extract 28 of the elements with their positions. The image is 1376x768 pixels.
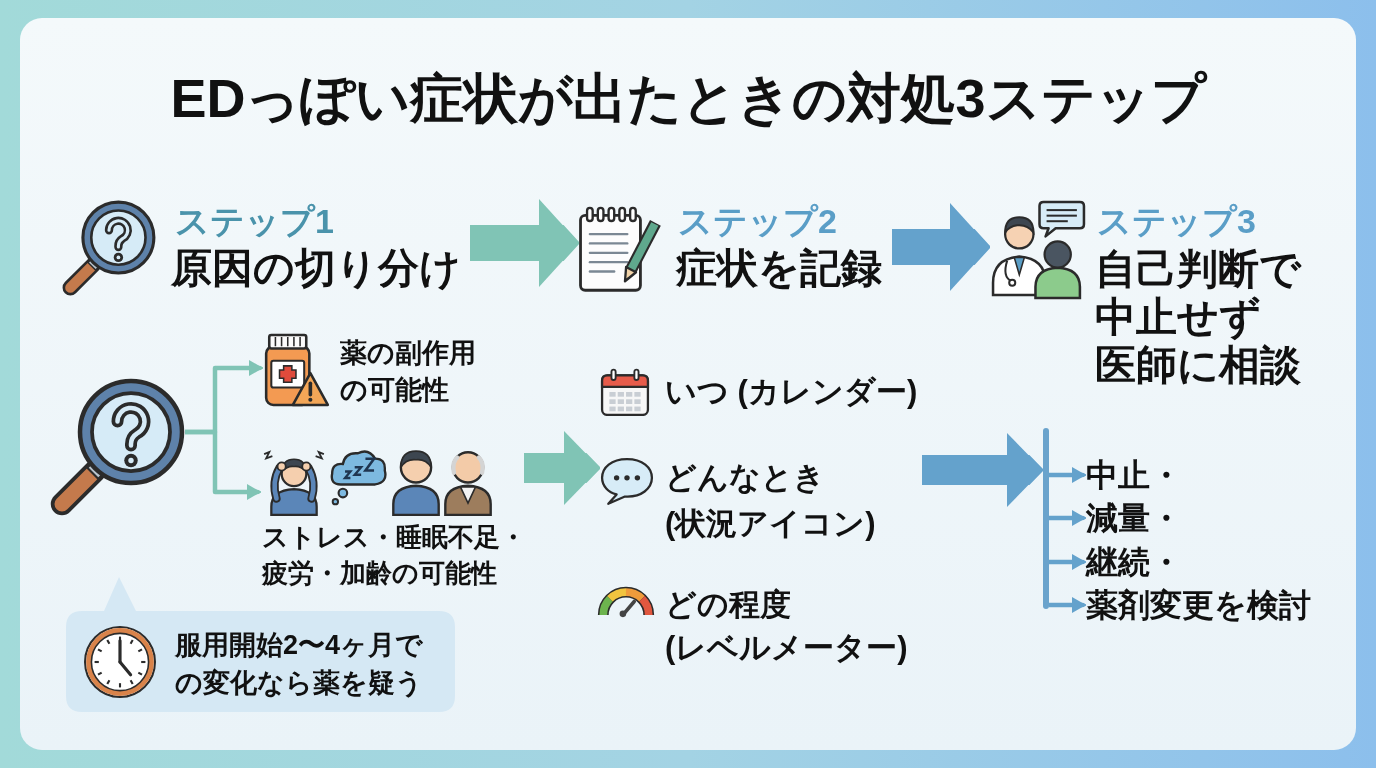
- cause-text: 薬の副作用の可能性: [340, 337, 477, 407]
- option-text: 継続・: [1086, 542, 1182, 582]
- block-arrow: [892, 203, 990, 291]
- step-label: ステップ2: [678, 201, 837, 242]
- step-label: ステップ1: [175, 201, 334, 242]
- arrow: [185, 429, 261, 500]
- note-text: 服用開始2〜4ヶ月での変化なら薬を疑う: [175, 629, 425, 700]
- arrow: [1049, 597, 1086, 613]
- block-arrow: [470, 199, 579, 287]
- magnifier-icon: [50, 378, 185, 516]
- vertical-bar: [1043, 428, 1049, 609]
- arrow: [1049, 467, 1086, 483]
- cause-text: ストレス・睡眠不足・疲労・加齢の可能性: [262, 521, 526, 590]
- step-heading: 自己判断で中止せず医師に相談: [1095, 245, 1303, 389]
- block-arrow: [524, 431, 600, 505]
- record-item-text: どの程度 (レベルメーター): [665, 586, 909, 667]
- step-heading: 症状を記録: [676, 244, 882, 293]
- arrow: [1049, 554, 1086, 570]
- option-text: 中止・: [1086, 455, 1182, 495]
- block-arrow: [922, 433, 1043, 507]
- option-text: 減量・: [1086, 498, 1182, 538]
- step-heading: 原因の切り分け: [171, 244, 461, 293]
- record-item-text: どんなとき (状況アイコン): [665, 459, 877, 543]
- title: EDっぽい症状が出たときの対処3ステップ: [170, 67, 1206, 130]
- step-label: ステップ3: [1097, 201, 1256, 242]
- option-text: 薬剤変更を検討: [1086, 585, 1311, 625]
- arrow: [1049, 510, 1086, 526]
- record-item-text: いつ (カレンダー): [665, 373, 918, 411]
